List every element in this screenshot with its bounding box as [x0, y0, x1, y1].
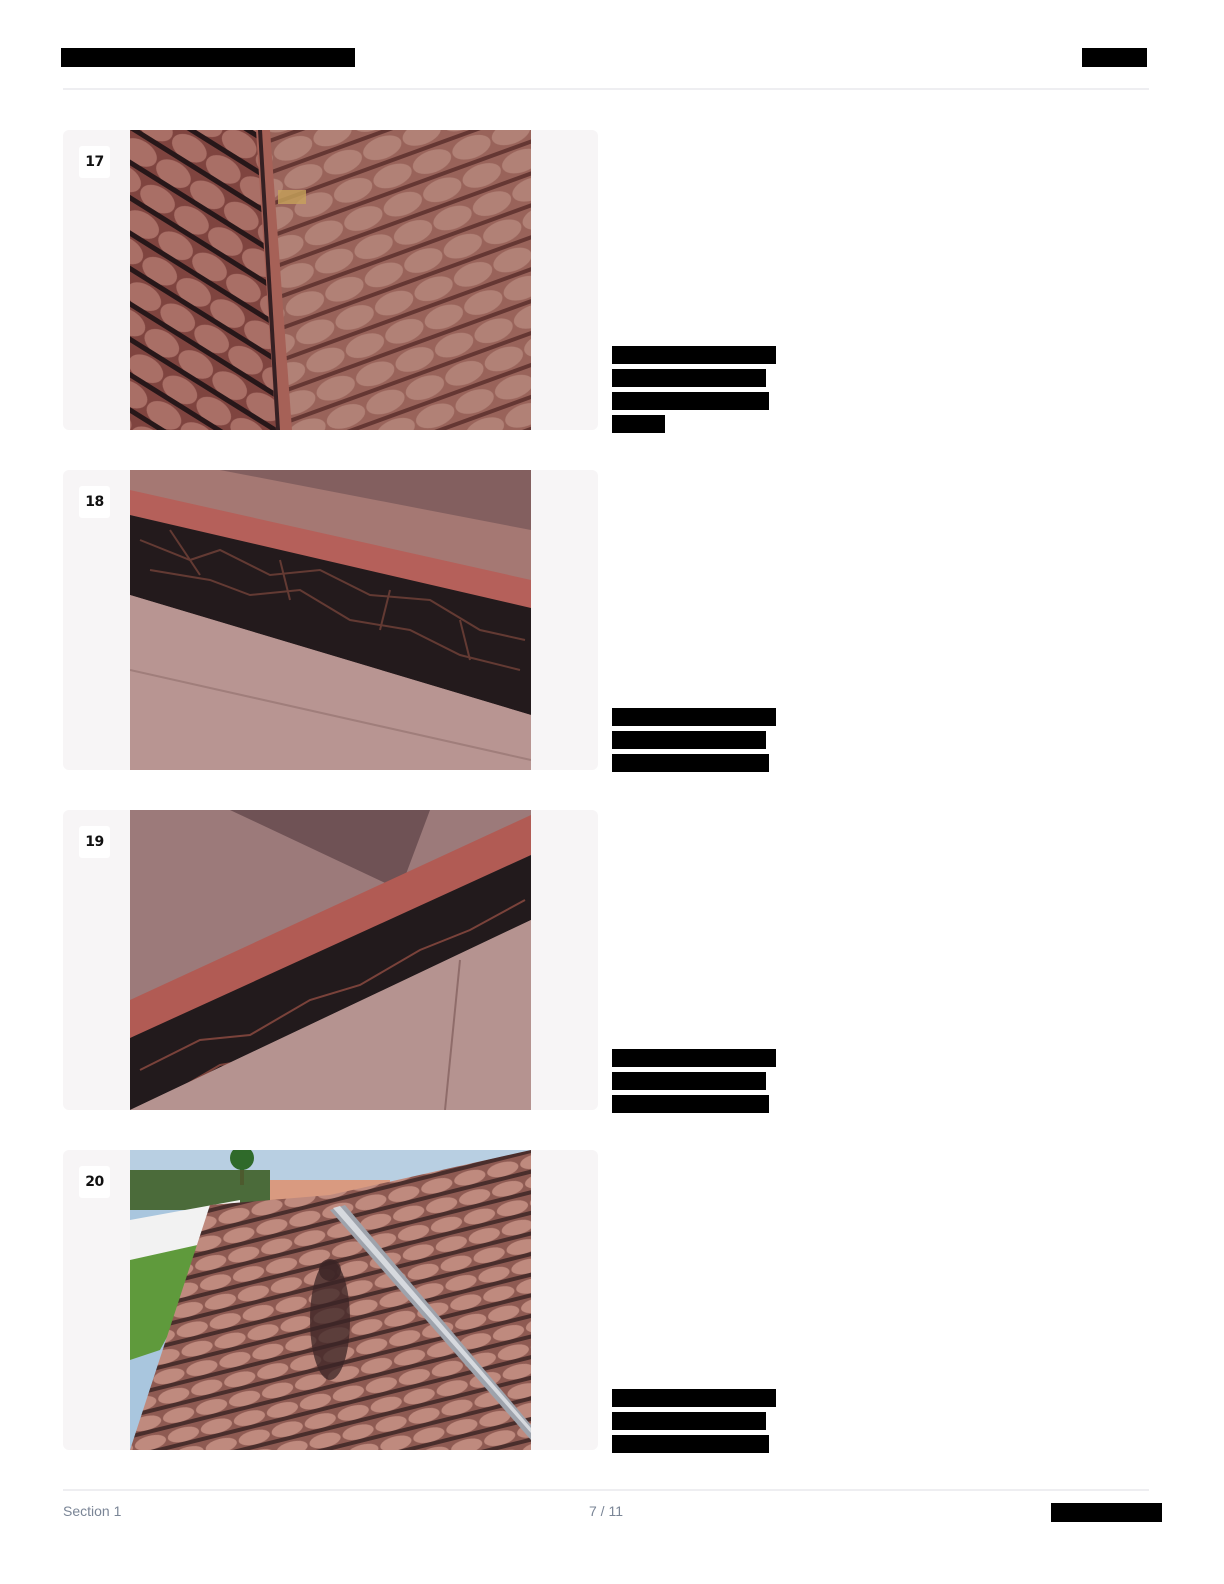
photo-roof-valley-cracked [130, 470, 531, 770]
photo-card: 17 [63, 130, 598, 430]
photo-caption-redaction [612, 1389, 776, 1458]
photo-number-badge: 17 [79, 146, 110, 178]
photo-number-badge: 20 [79, 1166, 110, 1198]
header-divider [63, 88, 1149, 90]
photo-number-badge: 18 [79, 486, 110, 518]
footer-section-label: Section 1 [63, 1503, 122, 1519]
photo-card: 20 [63, 1150, 598, 1450]
photo-roof-tiles-ridge [130, 130, 531, 430]
footer-page-indicator: 7 / 11 [589, 1503, 623, 1519]
header-title-redaction [61, 48, 355, 67]
photo-card: 18 [63, 470, 598, 770]
photo-card: 19 [63, 810, 598, 1110]
photo-number-badge: 19 [79, 826, 110, 858]
photo-caption-redaction [612, 1049, 776, 1118]
header-right-redaction [1082, 48, 1147, 67]
photo-roof-valley-mortar [130, 810, 531, 1110]
photo-roof-ridge-flashing [130, 1150, 531, 1450]
footer-right-redaction [1051, 1503, 1162, 1522]
footer-divider [63, 1489, 1149, 1491]
photo-caption-redaction [612, 346, 776, 438]
photo-caption-redaction [612, 708, 776, 777]
